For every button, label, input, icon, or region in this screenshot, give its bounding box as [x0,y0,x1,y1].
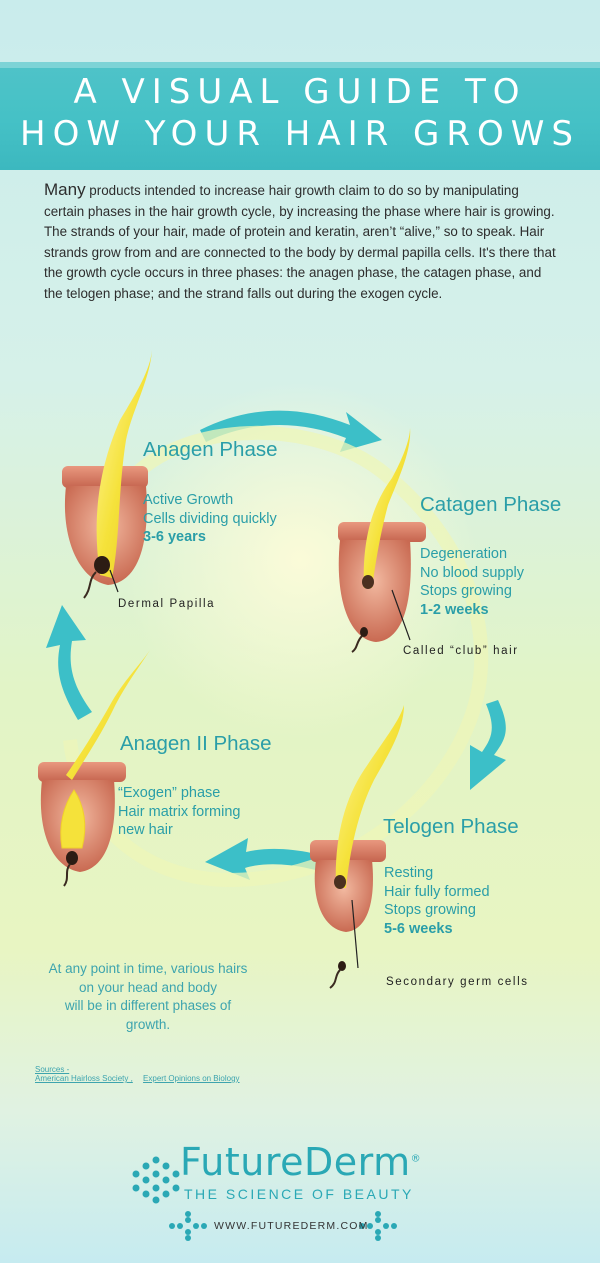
anagen2-line2: Hair matrix forming [118,803,241,820]
futurederm-logo-icon [169,1211,207,1241]
anagen2-title: Anagen II Phase [120,732,272,755]
brand-tagline: THE SCIENCE OF BEAUTY [184,1186,414,1202]
brand-name: FutureDerm® [180,1140,421,1184]
page-title-line2: HOW YOUR HAIR GROWS [20,114,580,154]
page-title-line1: A VISUAL GUIDE TO [73,72,527,112]
futurederm-logo-icon [132,1156,180,1204]
catagen-line3: Stops growing [420,583,512,599]
note-line1: At any point in time, various hairs [48,961,248,976]
note-line4: growth. [125,1016,171,1032]
hair-follicle-icon [310,705,404,989]
telogen-line3: Stops growing [384,902,476,918]
catagen-title: Catagen Phase [420,493,562,516]
hair-follicle-icon [38,650,150,887]
catagen-duration: 1-2 weeks [420,601,489,618]
intro-first-word: Many [44,180,86,199]
anagen2-line1: “Exogen” phase [118,785,221,801]
brand-name-text: FutureDerm [180,1140,411,1184]
website-link[interactable]: WWW.FUTUREDERM.COM [214,1220,369,1232]
hair-follicle-icon [338,428,426,653]
intro-text: products intended to increase hair growt… [44,183,556,301]
anagen-line1: Active Growth [143,492,234,508]
cycle-note: At any point in time, various hairs on y… [38,960,258,1034]
catagen-line2: No blood supply [420,564,524,581]
hair-follicle-icon [62,350,152,599]
sources-list: American Hairloss Society , Expert Opini… [35,1074,248,1083]
registered-mark: ® [410,1153,422,1165]
title-banner [0,62,600,170]
banner-stripe [0,62,600,68]
telogen-line1: Resting [384,865,434,881]
anagen-title: Anagen Phase [143,438,278,461]
telogen-duration: 5-6 weeks [384,920,453,937]
anagen-duration: 3-6 years [143,529,206,545]
anagen-annotation: Dermal Papilla [118,598,216,610]
arrow-icon [470,700,506,790]
telogen-line2: Hair fully formed [384,883,490,900]
anagen2-line3: new hair [118,822,173,838]
catagen-details: Degeneration No blood supply Stops growi… [420,545,524,619]
sources-heading: Sources - [35,1065,70,1074]
cycle-ring [63,425,489,888]
telogen-annotation: Secondary germ cells [386,976,529,988]
anagen-details: Active Growth Cells dividing quickly 3-6… [143,491,277,547]
telogen-details: Resting Hair fully formed Stops growing … [384,864,490,938]
anagen2-details: “Exogen” phase Hair matrix forming new h… [118,784,240,840]
source-link[interactable]: Expert Opinions on Biology [143,1074,240,1083]
anagen-line2: Cells dividing quickly [143,510,277,527]
note-line3: will be in different phases of [64,998,232,1013]
note-line2: on your head and body [78,979,218,995]
catagen-annotation: Called “club” hair [403,645,519,657]
arrow-icon [200,410,382,452]
futurederm-logo-icon [359,1211,397,1241]
telogen-title: Telogen Phase [383,815,519,838]
catagen-line1: Degeneration [420,546,508,562]
source-link[interactable]: American Hairloss Society , [35,1074,133,1083]
intro-paragraph: Many products intended to increase hair … [44,180,558,304]
arrow-icon [46,605,92,720]
